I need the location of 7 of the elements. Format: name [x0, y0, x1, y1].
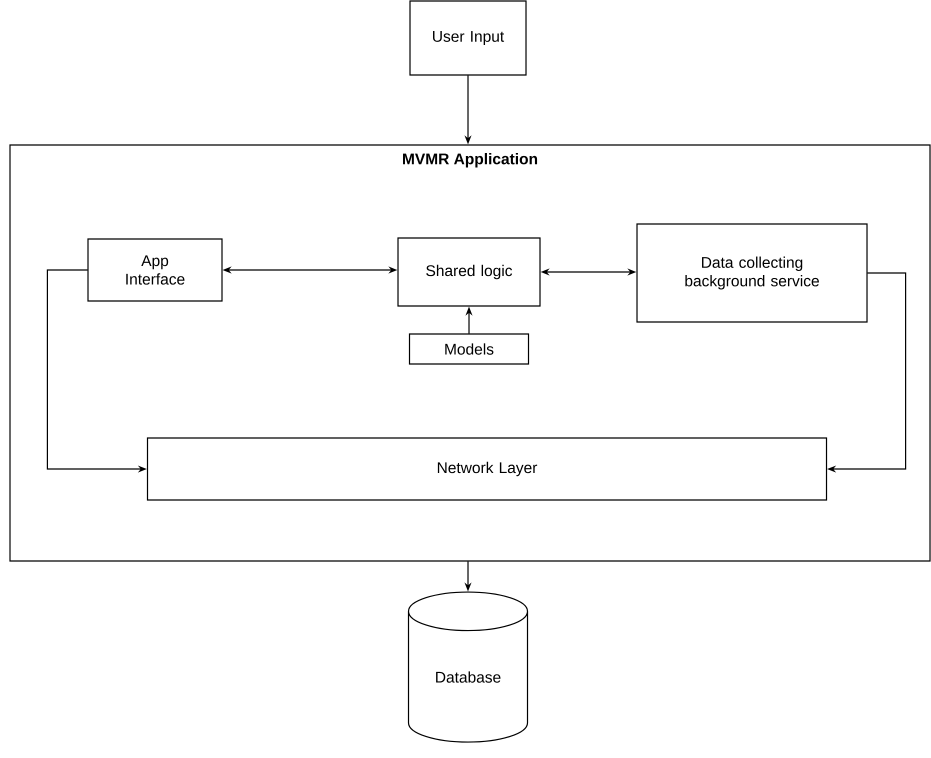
process-box: App Interface: [87, 238, 223, 302]
process-box: Network Layer: [146, 437, 828, 501]
process-box: Data collecting background service: [636, 223, 868, 323]
process-box: User Input: [409, 0, 527, 76]
database-cylinder: Database: [408, 591, 528, 743]
process-box: Shared logic: [397, 237, 541, 307]
process-box: Models: [408, 333, 530, 365]
